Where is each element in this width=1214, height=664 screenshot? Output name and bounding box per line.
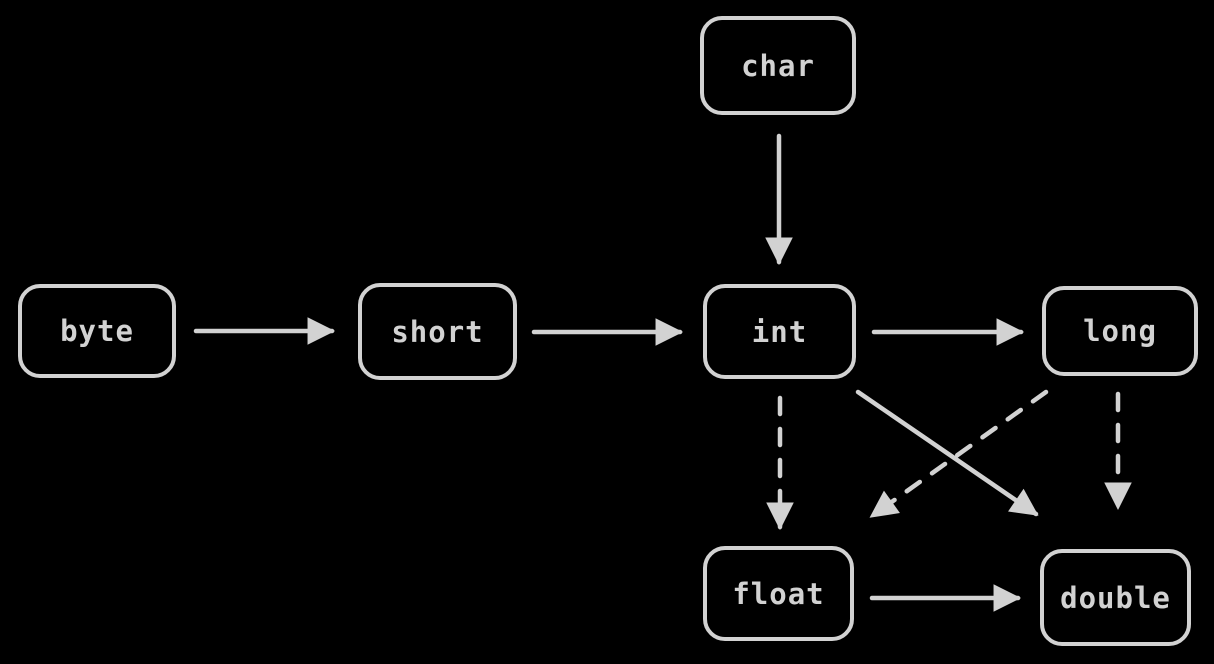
node-byte-label: byte (60, 314, 134, 348)
node-byte: byte (18, 284, 176, 378)
node-double: double (1040, 549, 1191, 646)
node-short: short (358, 283, 517, 380)
node-float-label: float (732, 576, 825, 611)
node-float: float (703, 546, 854, 641)
arrow-int-to-double (855, 389, 1039, 517)
node-int-label: int (751, 314, 808, 349)
node-double-label: double (1060, 580, 1171, 615)
node-char: char (700, 16, 856, 115)
node-char-label: char (741, 48, 815, 83)
node-short-label: short (391, 314, 484, 349)
arrow-long-to-float (869, 389, 1049, 519)
node-long-label: long (1083, 314, 1157, 348)
node-long: long (1042, 286, 1198, 376)
node-int: int (703, 284, 856, 379)
